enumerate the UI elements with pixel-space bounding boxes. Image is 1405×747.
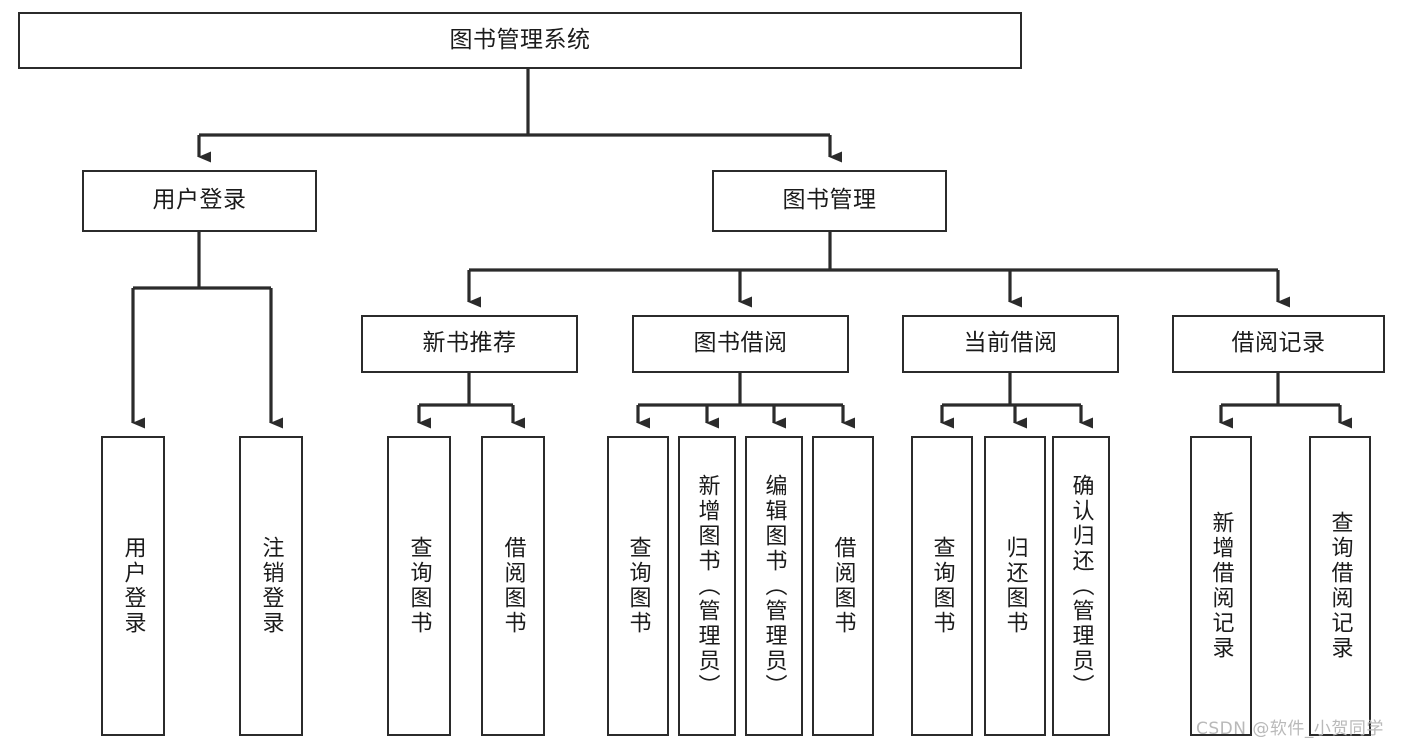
leaf-edit-book-admin[interactable]: 编辑图书（管理员） [745, 436, 803, 736]
leaf-query-book-recommend[interactable]: 查询图书 [387, 436, 451, 736]
leaf-add-book-admin-label: 新增图书（管理员） [694, 473, 720, 699]
leaf-add-borrow-record[interactable]: 新增借阅记录 [1190, 436, 1252, 736]
node-book-borrow-label: 图书借阅 [693, 330, 788, 357]
node-current-borrow[interactable]: 当前借阅 [902, 315, 1119, 373]
node-root[interactable]: 图书管理系统 [18, 12, 1022, 69]
leaf-return-book[interactable]: 归还图书 [984, 436, 1046, 736]
node-borrow-record[interactable]: 借阅记录 [1172, 315, 1385, 373]
node-root-label: 图书管理系统 [449, 26, 591, 53]
leaf-user-login-label: 用户登录 [120, 536, 146, 636]
leaf-add-book-admin[interactable]: 新增图书（管理员） [678, 436, 736, 736]
leaf-return-book-label: 归还图书 [1002, 536, 1028, 636]
leaf-borrow-book-recommend[interactable]: 借阅图书 [481, 436, 545, 736]
node-book-borrow[interactable]: 图书借阅 [632, 315, 849, 373]
node-new-book-recommend[interactable]: 新书推荐 [361, 315, 578, 373]
node-current-borrow-label: 当前借阅 [963, 330, 1058, 357]
leaf-query-book-borrow[interactable]: 查询图书 [607, 436, 669, 736]
leaf-query-book-borrow-label: 查询图书 [625, 536, 651, 636]
leaf-borrow-book-label: 借阅图书 [830, 536, 856, 636]
leaf-query-book-recommend-label: 查询图书 [406, 536, 432, 636]
node-borrow-record-label: 借阅记录 [1231, 330, 1326, 357]
node-book-management[interactable]: 图书管理 [712, 170, 947, 232]
leaf-user-login[interactable]: 用户登录 [101, 436, 165, 736]
node-book-management-label: 图书管理 [782, 187, 877, 214]
node-new-book-recommend-label: 新书推荐 [422, 330, 517, 357]
leaf-query-book-current-label: 查询图书 [929, 536, 955, 636]
leaf-user-logout[interactable]: 注销登录 [239, 436, 303, 736]
leaf-edit-book-admin-label: 编辑图书（管理员） [761, 473, 787, 699]
leaf-query-borrow-record-label: 查询借阅记录 [1327, 511, 1353, 661]
leaf-borrow-book-recommend-label: 借阅图书 [500, 536, 526, 636]
node-user-login-label: 用户登录 [152, 187, 247, 214]
leaf-add-borrow-record-label: 新增借阅记录 [1208, 511, 1234, 661]
csdn-watermark: CSDN @软件_小贺同学 [1196, 719, 1384, 739]
leaf-confirm-return-admin[interactable]: 确认归还（管理员） [1052, 436, 1110, 736]
leaf-user-logout-label: 注销登录 [258, 536, 284, 636]
leaf-confirm-return-admin-label: 确认归还（管理员） [1068, 473, 1094, 699]
node-user-login[interactable]: 用户登录 [82, 170, 317, 232]
leaf-borrow-book[interactable]: 借阅图书 [812, 436, 874, 736]
leaf-query-borrow-record[interactable]: 查询借阅记录 [1309, 436, 1371, 736]
leaf-query-book-current[interactable]: 查询图书 [911, 436, 973, 736]
